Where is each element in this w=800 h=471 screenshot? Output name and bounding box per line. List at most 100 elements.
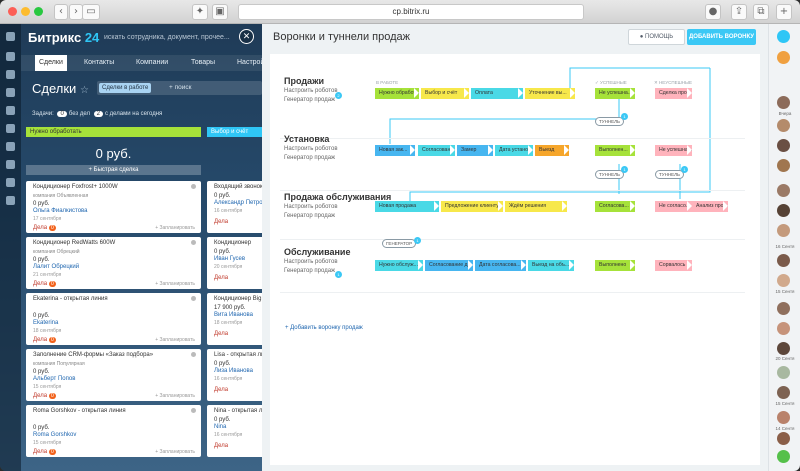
funnel-stage[interactable]: Новая зак... bbox=[375, 145, 415, 156]
star-icon[interactable]: ☆ bbox=[79, 85, 89, 96]
activities-label[interactable]: Дела bbox=[214, 275, 229, 281]
funnel-stage[interactable]: Выезд на объ... bbox=[528, 260, 574, 271]
calendar-icon[interactable] bbox=[6, 106, 15, 115]
tasks-icon[interactable] bbox=[6, 88, 15, 97]
tab-settings[interactable]: Настройки bbox=[237, 59, 262, 66]
deal-title[interactable]: Roma Gorshkov - открытая линия bbox=[33, 408, 126, 414]
deal-contact[interactable]: Александр Петров bbox=[214, 200, 262, 206]
generator-link[interactable]: Генератор продаж bbox=[284, 213, 336, 219]
zoom-window-icon[interactable] bbox=[34, 7, 43, 16]
avatar[interactable] bbox=[777, 366, 790, 379]
fail-stage[interactable]: Сделка про... bbox=[655, 88, 692, 99]
crm-icon[interactable] bbox=[6, 124, 15, 133]
avatar[interactable] bbox=[777, 139, 790, 152]
plan-link[interactable]: + Запланировать bbox=[155, 449, 195, 455]
funnel-stage[interactable]: Оплата bbox=[471, 88, 523, 99]
deal-title[interactable]: Входящий звонок bbox=[214, 184, 262, 190]
notifications-icon[interactable] bbox=[777, 30, 790, 43]
deal-contact[interactable]: Лиза Иванова bbox=[214, 368, 253, 374]
filter-tag[interactable]: Сделки в работе bbox=[99, 83, 152, 93]
fail-stage[interactable]: Сорвалось bbox=[655, 260, 692, 271]
stream-icon[interactable] bbox=[6, 70, 15, 79]
sidebar-toggle-icon[interactable]: ▭ bbox=[82, 4, 100, 20]
fail-stage[interactable]: Не согласо... bbox=[655, 201, 692, 212]
activities-label[interactable]: Дела bbox=[214, 219, 229, 225]
generator-label[interactable]: ГЕНЕРАТОР bbox=[382, 239, 417, 248]
back-button[interactable]: ‹ bbox=[54, 4, 68, 20]
menu-icon[interactable] bbox=[6, 32, 15, 41]
search-icon[interactable] bbox=[777, 51, 790, 64]
avatar[interactable] bbox=[777, 342, 790, 355]
phone-icon[interactable] bbox=[191, 296, 196, 301]
help-button[interactable]: ● ПОМОЩЬ bbox=[628, 29, 685, 45]
avatar[interactable] bbox=[777, 254, 790, 267]
quick-deal-button[interactable]: + Быстрая сделка bbox=[26, 165, 201, 175]
extension-icon[interactable]: ▣ bbox=[212, 4, 228, 20]
funnel-stage[interactable]: Нужно обработ... bbox=[375, 88, 419, 99]
tunnel-label[interactable]: ТУННЕЛЬ bbox=[595, 117, 625, 126]
kanban-column-header[interactable]: Нужно обработать bbox=[26, 127, 201, 137]
deal-contact[interactable]: Ekaterina bbox=[33, 320, 59, 326]
success-stage[interactable]: Выполнен... bbox=[595, 145, 635, 156]
funnel-name[interactable]: Продажи bbox=[284, 76, 324, 86]
avatar[interactable] bbox=[777, 432, 790, 445]
funnel-stage[interactable]: Замер bbox=[457, 145, 493, 156]
generator-link[interactable]: Генератор продаж bbox=[284, 268, 336, 274]
avatar[interactable] bbox=[777, 184, 790, 197]
activities-label[interactable]: Дела bbox=[214, 443, 229, 449]
plan-link[interactable]: + Запланировать bbox=[155, 225, 195, 231]
deal-title[interactable]: Кондиционер Foxfrost+ 1000W bbox=[33, 184, 118, 190]
phone-icon[interactable] bbox=[191, 240, 196, 245]
avatar[interactable] bbox=[777, 224, 790, 237]
success-stage[interactable]: Не успешна... bbox=[595, 88, 635, 99]
funnel-stage[interactable]: Согласован... bbox=[418, 145, 455, 156]
deal-contact[interactable]: Альберт Попов bbox=[33, 376, 76, 382]
tabs-icon[interactable]: ⧉ bbox=[753, 4, 769, 20]
deal-title[interactable]: Заполнение CRM-формы «Заказ подбора» bbox=[33, 352, 154, 358]
funnel-stage[interactable]: Выезд bbox=[535, 145, 569, 156]
activities-label[interactable]: Дела bbox=[214, 331, 229, 337]
plan-link[interactable]: + Запланировать bbox=[155, 281, 195, 287]
deal-title[interactable]: Nina - открытая линия bbox=[214, 408, 262, 414]
minimize-window-icon[interactable] bbox=[21, 7, 30, 16]
success-stage[interactable]: Согласова... bbox=[595, 201, 635, 212]
funnel-name[interactable]: Обслуживание bbox=[284, 247, 351, 257]
robots-link[interactable]: Настроить роботов bbox=[284, 88, 338, 94]
tab-companies[interactable]: Компании bbox=[136, 59, 169, 66]
close-window-icon[interactable] bbox=[8, 7, 17, 16]
funnel-name[interactable]: Продажа обслуживания bbox=[284, 192, 392, 202]
tunnel-label[interactable]: ТУННЕЛЬ bbox=[655, 170, 685, 179]
funnel-stage[interactable]: Предложение клиенту bbox=[441, 201, 503, 212]
avatar[interactable] bbox=[777, 411, 790, 424]
avatar[interactable] bbox=[777, 302, 790, 315]
funnel-stage[interactable]: Ждём решения bbox=[505, 201, 567, 212]
avatar[interactable] bbox=[777, 274, 790, 287]
shop-icon[interactable] bbox=[6, 178, 15, 187]
filter-search[interactable]: Сделки в работе + поиск bbox=[97, 81, 262, 95]
chat-icon[interactable] bbox=[6, 52, 15, 61]
deal-contact[interactable]: Лалит Обрецкий bbox=[33, 264, 80, 270]
phone-icon[interactable] bbox=[777, 450, 790, 463]
bitrix-logo[interactable]: Битрикс 24 bbox=[28, 30, 100, 45]
funnel-stage[interactable]: Выбор и счёт bbox=[421, 88, 469, 99]
funnel-stage[interactable]: Нужно обслуж... bbox=[375, 260, 423, 271]
success-stage[interactable]: Выполнено bbox=[595, 260, 635, 271]
funnel-stage[interactable]: Новая продажа bbox=[375, 201, 439, 212]
deal-card[interactable]: Заполнение CRM-формы «Заказ подбора»комп… bbox=[26, 349, 201, 401]
funnel-name[interactable]: Установка bbox=[284, 134, 330, 144]
avatar[interactable] bbox=[777, 322, 790, 335]
robots-link[interactable]: Настроить роботов bbox=[284, 146, 338, 152]
funnel-stage[interactable]: Дата устано... bbox=[495, 145, 533, 156]
new-tab-icon[interactable]: + bbox=[776, 4, 792, 20]
